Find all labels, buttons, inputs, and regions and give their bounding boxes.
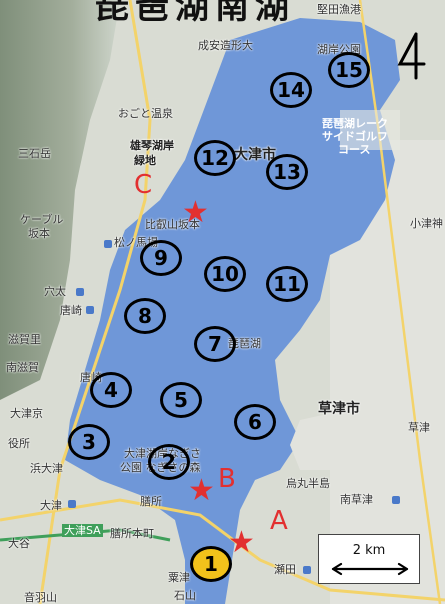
- label-otsu-sa: 大津SA: [62, 524, 103, 537]
- survey-site-8: 8: [124, 298, 166, 334]
- label-cable: ケーブル: [20, 213, 64, 226]
- label-matsunobaba: 松ノ馬場: [114, 236, 158, 249]
- survey-site-6: 6: [234, 404, 276, 440]
- label-kusatsu-city: 草津市: [318, 401, 360, 417]
- label-awazu: 粟津: [168, 571, 190, 584]
- label-kusatsu: 草津: [408, 421, 430, 434]
- station-icon: [392, 496, 400, 504]
- label-ogoto-onsen: おごと温泉: [118, 107, 173, 120]
- station-a-label: A: [270, 506, 288, 536]
- mountain-area: [0, 0, 120, 400]
- label-otsu: 大津: [40, 499, 62, 512]
- label-kosei: 小津神: [410, 217, 443, 230]
- survey-site-3: 3: [68, 424, 110, 460]
- label-otowa: 音羽山: [24, 591, 57, 604]
- survey-site-15: 15: [328, 52, 370, 88]
- label-minami-shiga: 南滋賀: [6, 361, 39, 374]
- survey-site-11: 11: [266, 266, 308, 302]
- road-west: [38, 0, 152, 604]
- label-city-office: 役所: [8, 437, 30, 450]
- golf-area: [340, 110, 400, 150]
- label-seian-univ: 成安造形大: [198, 39, 253, 52]
- label-zeze-honmachi: 膳所本町: [110, 527, 154, 540]
- label-anoo: 穴太: [44, 285, 66, 298]
- station-b-star-icon: ★: [188, 473, 215, 508]
- label-otani: 大谷: [8, 537, 30, 550]
- station-icon: [76, 288, 84, 296]
- label-zeze: 膳所: [140, 495, 162, 508]
- station-icon: [68, 500, 76, 508]
- survey-site-9: 9: [140, 240, 182, 276]
- label-minami-kusatsu: 南草津: [340, 493, 373, 506]
- page-title: 琵琶湖南湖: [95, 0, 295, 27]
- scale-label: 2 km: [352, 543, 386, 558]
- label-seta: 瀬田: [274, 563, 296, 576]
- survey-site-14: 14: [270, 72, 312, 108]
- road-east: [358, 0, 442, 604]
- label-sakamoto: 坂本: [28, 227, 50, 240]
- station-a-star-icon: ★: [228, 525, 255, 560]
- label-shiga-sato: 滋賀里: [8, 333, 41, 346]
- road-green: [0, 528, 171, 542]
- north-arrow-glyph: [397, 32, 426, 80]
- label-karasaki: 唐崎: [60, 304, 82, 317]
- label-ishiyama: 石山: [174, 589, 196, 602]
- label-green-area: 緑地: [134, 154, 156, 167]
- survey-site-10: 10: [204, 256, 246, 292]
- label-karasuma-peninsula: 烏丸半島: [286, 477, 330, 490]
- label-otsu-city: 大津市: [234, 147, 276, 163]
- survey-site-7: 7: [194, 326, 236, 362]
- label-course: コース: [338, 143, 371, 156]
- survey-site-13: 13: [266, 154, 308, 190]
- station-icon: [303, 566, 311, 574]
- survey-site-5: 5: [160, 382, 202, 418]
- label-yuden-lakeside: 雄琴湖岸: [130, 139, 174, 152]
- label-mitsuishidake: 三石岳: [18, 147, 51, 160]
- survey-site-1: 1: [190, 546, 232, 582]
- road-south: [0, 498, 445, 602]
- label-karasaki-shore: 唐崎: [80, 371, 102, 384]
- label-side-golf: サイドゴルフ: [322, 130, 388, 143]
- karasuma-peninsula: [290, 410, 360, 470]
- station-c-star-icon: ★: [182, 195, 209, 230]
- survey-site-12: 12: [194, 140, 236, 176]
- label-hieizan-sakamoto: 比叡山坂本: [145, 218, 200, 231]
- label-lakeside-park: 湖岸公園: [317, 43, 361, 56]
- station-c-label: C: [134, 170, 153, 200]
- scale-arrow-icon: [331, 562, 409, 576]
- survey-site-2: 2: [148, 444, 190, 480]
- label-katata-port: 堅田漁港: [317, 3, 361, 16]
- scale-bar: 2 km: [318, 534, 420, 584]
- survey-site-4: 4: [90, 372, 132, 408]
- label-biwa-lake: 琵琶湖レーク: [322, 117, 388, 130]
- station-icon: [86, 306, 94, 314]
- north-arrow-icon: [396, 30, 426, 80]
- label-biwako-center: 琵琶湖: [228, 337, 261, 350]
- label-otsu-kyo: 大津京: [10, 407, 43, 420]
- station-b-label: B: [218, 464, 236, 494]
- label-hama-otsu: 浜大津: [30, 462, 63, 475]
- station-icon: [104, 240, 112, 248]
